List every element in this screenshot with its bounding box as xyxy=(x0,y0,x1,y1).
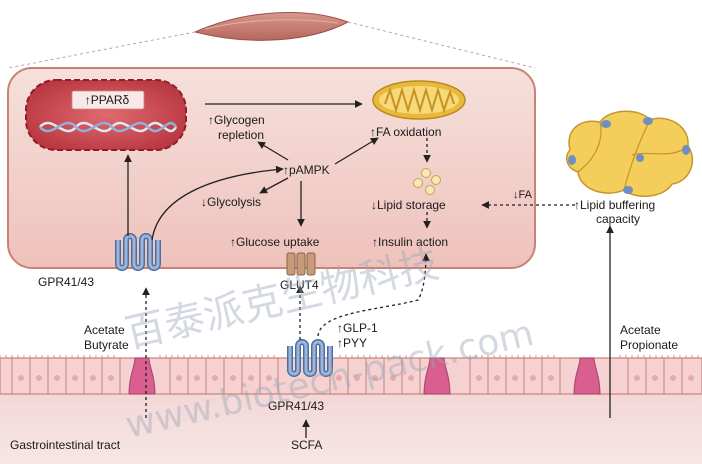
glut4-transporter-icon xyxy=(286,252,316,276)
glycogen-label-1: ↑Glycogen xyxy=(208,113,265,127)
gi-tract-label: Gastrointestinal tract xyxy=(10,438,121,452)
muscle-icon xyxy=(7,12,536,69)
pyy-label: ↑PYY xyxy=(337,336,367,350)
insulin-action-label: ↑Insulin action xyxy=(372,235,448,249)
glut4-label: GLUT4 xyxy=(280,278,319,292)
gpr-lower-label: GPR41/43 xyxy=(268,399,324,413)
scfa-label: SCFA xyxy=(291,438,322,452)
arrow-hormones-to-insulin xyxy=(317,253,430,337)
acetate-butyrate-label-1: Acetate xyxy=(84,323,125,337)
gpr-receptor-upper-icon xyxy=(115,233,161,271)
fa-oxidation-label: ↑FA oxidation xyxy=(370,125,441,139)
adipocyte-cluster-icon xyxy=(565,110,693,197)
lipid-buffering-label-2: capacity xyxy=(596,212,640,226)
glp1-label: ↑GLP-1 xyxy=(337,321,378,335)
fa-down-label: ↓FA xyxy=(513,189,533,201)
glycolysis-label: ↓Glycolysis xyxy=(201,195,261,209)
mitochondrion-icon xyxy=(372,80,466,120)
intestinal-epithelium xyxy=(0,355,702,464)
arrow-pampk-to-glycogen xyxy=(257,141,289,161)
glycogen-label-2: repletion xyxy=(218,128,264,142)
gpr-receptor-lower-icon xyxy=(287,339,333,377)
arrow-pampk-to-glycolysis xyxy=(259,177,289,194)
acetate-propionate-label-1: Acetate xyxy=(620,323,661,337)
lipid-droplets-icon xyxy=(413,168,441,195)
arrow-pampk-to-fa-oxidation xyxy=(334,137,379,165)
acetate-butyrate-label-2: Butyrate xyxy=(84,338,129,352)
gpr-upper-label: GPR41/43 xyxy=(38,275,94,289)
lipid-buffering-label-1: ↑Lipid buffering xyxy=(574,198,655,212)
lipid-storage-label: ↓Lipid storage xyxy=(371,198,446,212)
ppar-label: ↑PPARδ xyxy=(85,93,130,107)
pampk-label: ↑pAMPK xyxy=(283,163,330,177)
acetate-propionate-label-2: Propionate xyxy=(620,338,678,352)
arrow-receptor-to-pampk xyxy=(151,165,284,241)
glucose-uptake-label: ↑Glucose uptake xyxy=(230,235,320,249)
nucleus xyxy=(25,79,187,151)
